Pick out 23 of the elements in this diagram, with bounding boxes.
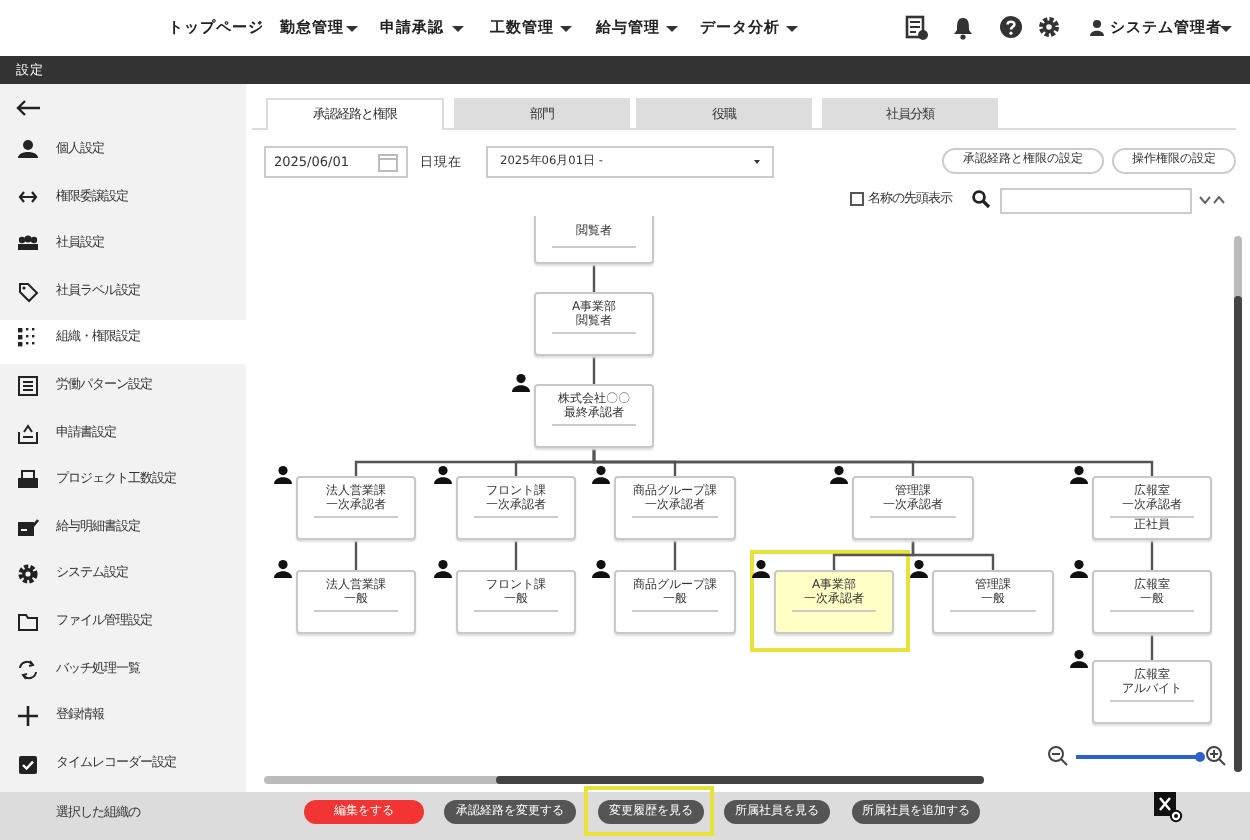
connector-line: [1150, 540, 1154, 570]
connector-line: [673, 540, 677, 570]
org-box: [456, 476, 576, 540]
org-box: [614, 476, 736, 540]
org-box: [1092, 476, 1212, 540]
org-box: [932, 570, 1054, 634]
connector-line: [354, 540, 358, 570]
connector-line: [592, 448, 1154, 476]
org-box: [774, 570, 894, 634]
org-box: [456, 570, 576, 634]
org-box: [852, 476, 974, 540]
org-box: [1092, 570, 1212, 634]
connector-line: [1150, 634, 1154, 660]
org-box: [534, 292, 654, 356]
org-box: [1092, 660, 1212, 724]
connector-line: [514, 540, 518, 570]
connector-line: [592, 264, 596, 292]
connector-line: [911, 540, 995, 570]
org-box: [296, 570, 416, 634]
org-box: [534, 384, 654, 448]
org-box: [296, 476, 416, 540]
org-box: [614, 570, 736, 634]
connector-line: [592, 356, 596, 384]
